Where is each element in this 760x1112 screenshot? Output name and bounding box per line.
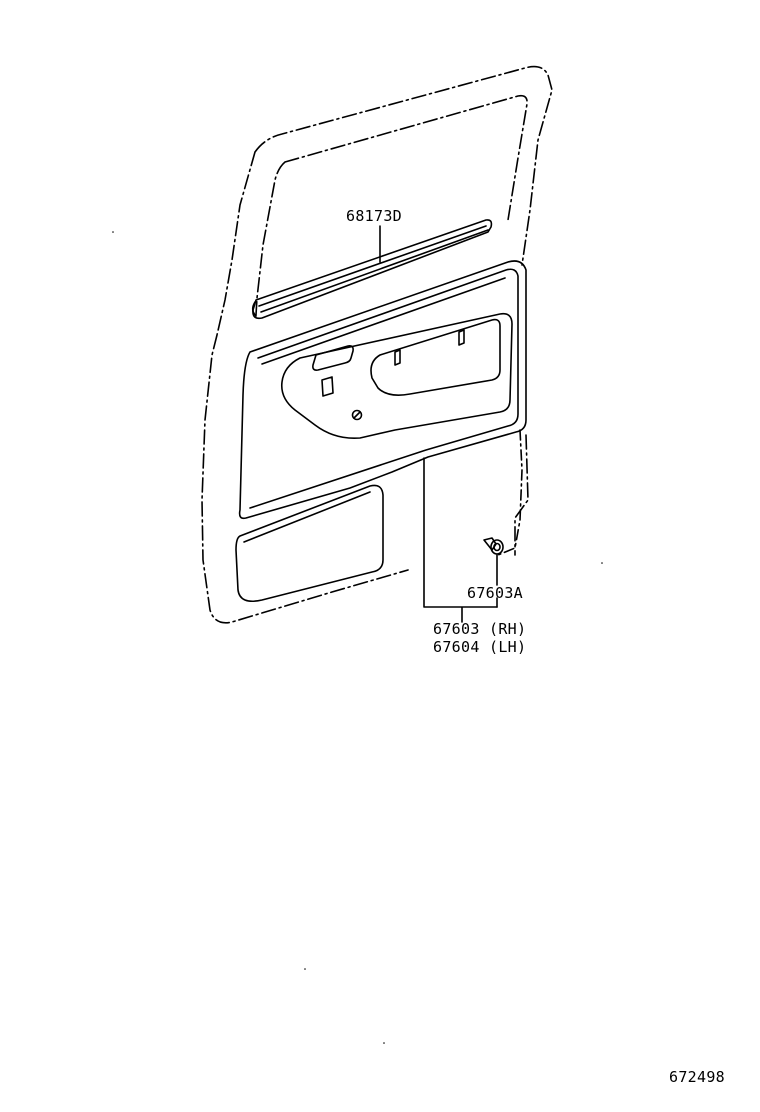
door-outline: [201, 65, 553, 624]
leader-panel: [423, 457, 498, 623]
armrest-recess: [280, 312, 513, 440]
lock-button: [321, 376, 334, 397]
belt-moulding: [251, 219, 493, 320]
part-label-67604-lh: 67604 (LH): [433, 638, 527, 656]
part-label-67603a: 67603A: [467, 584, 523, 602]
part-label-68173d: 68173D: [346, 207, 402, 225]
window-opening: [255, 94, 528, 316]
clip-fastener: [483, 537, 504, 555]
door-trim-panel: [238, 260, 527, 520]
window-crank-boss: [351, 409, 363, 421]
diagram-id: 672498: [669, 1068, 725, 1086]
lower-pocket: [235, 484, 384, 603]
part-label-67603-rh: 67603 (RH): [433, 620, 527, 638]
stray-dots: [112, 231, 603, 1044]
door-handle: [312, 345, 354, 371]
door-rear-edge: [497, 429, 523, 556]
